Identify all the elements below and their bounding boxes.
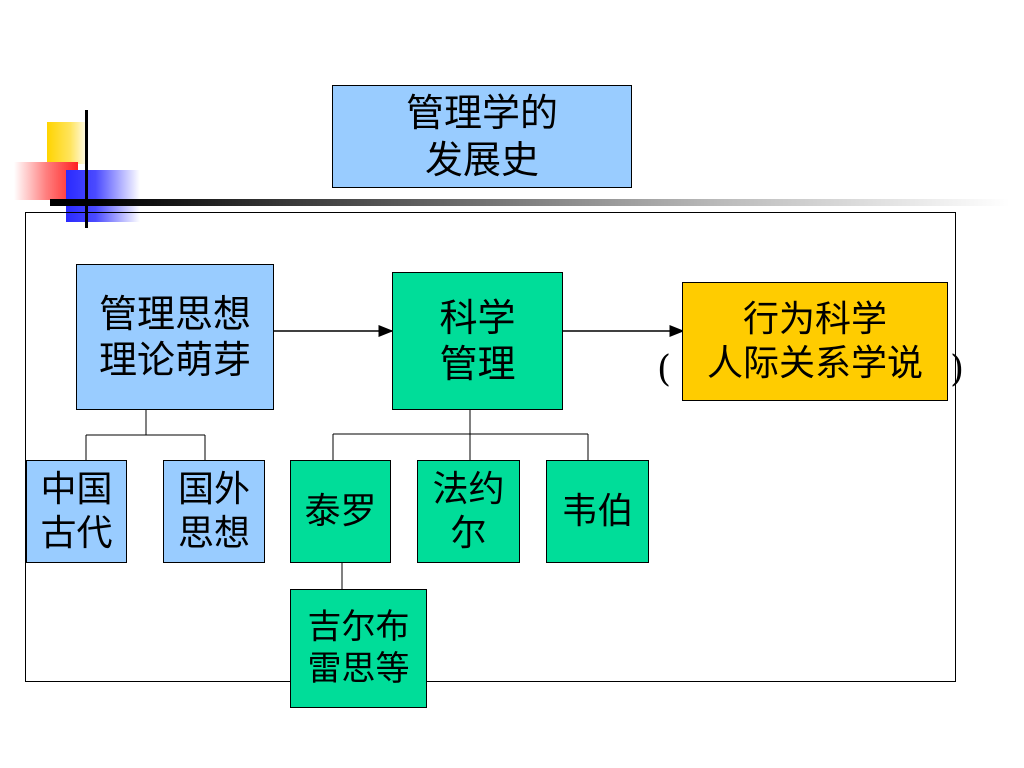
behavioral-close-paren: )	[950, 349, 965, 390]
node-gilbreth: 吉尔布 雷思等	[290, 589, 427, 708]
title-box: 管理学的 发展史	[332, 85, 632, 188]
node-taylor: 泰罗	[290, 460, 391, 563]
node-scientific: 科学 管理	[392, 272, 563, 410]
node-china: 中国 古代	[26, 460, 127, 563]
blue-square	[66, 170, 140, 222]
node-fayol: 法约 尔	[417, 460, 520, 563]
horizontal-rule	[50, 199, 1010, 206]
yellow-square	[47, 122, 89, 164]
tree-scientific-children	[332, 410, 589, 460]
node-sprout: 管理思想 理论萌芽	[76, 264, 274, 410]
node-behavioral: 行为科学 人际关系学说	[682, 282, 948, 401]
node-foreign: 国外 思想	[163, 460, 265, 563]
tree-sprout-children	[85, 410, 206, 460]
behavioral-open-paren: (	[657, 349, 672, 390]
diagram-frame	[25, 212, 956, 682]
vertical-rule	[85, 110, 88, 228]
node-weber: 韦伯	[546, 460, 649, 563]
